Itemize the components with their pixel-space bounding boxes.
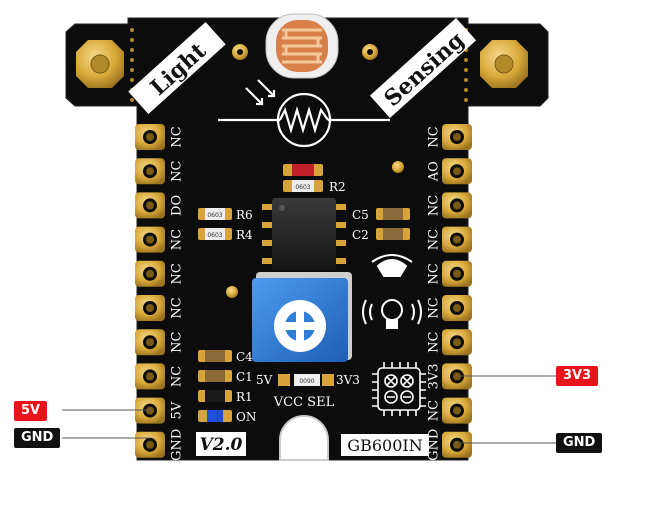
left-pin-9: GND (135, 429, 185, 461)
right-pin-label-6: NC (427, 331, 442, 352)
label-r4: R4 (236, 228, 253, 242)
resistor-r2: 0603 R2 (283, 164, 346, 194)
right-pin-label-7: 3V3 (427, 363, 442, 389)
left-pin-8: 5V (135, 397, 185, 424)
right-pin-3: NC (427, 226, 472, 253)
mount-hole-right (480, 40, 528, 88)
right-pin-label-1: AO (427, 161, 442, 182)
power-led: ON (198, 410, 256, 424)
left-pin-label-1: NC (170, 160, 185, 181)
label-c4: C4 (236, 350, 253, 364)
right-pin-8: NC (427, 397, 472, 424)
label-vcc-sel: VCC SEL (273, 395, 335, 410)
label-c1: C1 (236, 370, 253, 384)
left-pin-label-6: NC (170, 331, 185, 352)
label-r6: R6 (236, 208, 253, 222)
comparator-ic (262, 198, 346, 270)
right-pin-label-9: GND (427, 429, 442, 461)
right-pin-4: NC (427, 260, 472, 287)
left-pin-0: NC (135, 124, 185, 150)
left-pin-label-8: 5V (170, 401, 185, 419)
callout-gnd-right: GND (556, 433, 603, 453)
left-pin-label-5: NC (170, 297, 185, 318)
capacitor-c5: C5 (352, 208, 410, 222)
right-pin-7: 3V3 (427, 363, 472, 390)
resistor-r1: R1 (198, 390, 253, 404)
svg-text:0603: 0603 (295, 184, 310, 191)
left-pin-5: NC (135, 295, 185, 321)
label-sel-3v3: 3V3 (336, 373, 360, 387)
svg-text:0603: 0603 (207, 212, 222, 219)
photoresistor (265, 13, 339, 79)
right-pin-1: AO (427, 158, 472, 185)
circuit-logo-icon (372, 362, 426, 416)
left-pin-label-0: NC (170, 126, 185, 147)
mount-hole-left (76, 40, 124, 88)
resistor-r6: 0603 R6 (198, 208, 253, 222)
left-pin-label-4: NC (170, 263, 185, 284)
right-pin-0: NC (427, 124, 472, 150)
right-pin-label-5: NC (427, 297, 442, 318)
right-pin-label-8: NC (427, 400, 442, 421)
left-pin-7: NC (135, 363, 185, 390)
lamp-icon (362, 254, 422, 329)
resistor-r4: 0603 R4 (198, 228, 253, 242)
right-pin-2: NC (427, 192, 472, 219)
capacitor-c4: C4 (198, 350, 253, 364)
left-pin-2: DO (135, 192, 185, 219)
svg-text:GB600IN: GB600IN (347, 436, 422, 455)
label-sel-5v: 5V (256, 373, 273, 387)
right-pin-label-0: NC (427, 126, 442, 147)
right-pin-label-4: NC (427, 263, 442, 284)
right-pin-5: NC (427, 295, 472, 321)
version-label: V2.0 (196, 432, 246, 456)
right-pin-6: NC (427, 329, 472, 356)
svg-text:V2.0: V2.0 (200, 435, 243, 455)
left-pin-4: NC (135, 260, 185, 287)
label-led-on: ON (236, 410, 256, 424)
left-pin-3: NC (135, 226, 185, 253)
callout-5v: 5V (14, 401, 48, 421)
capacitor-c2: C2 (352, 228, 410, 242)
label-c2: C2 (352, 228, 369, 242)
left-pin-6: NC (135, 329, 185, 356)
potentiometer (252, 272, 352, 362)
model-label: GB600IN (341, 434, 429, 456)
callout-3v3: 3V3 (556, 366, 599, 386)
left-pin-label-3: NC (170, 229, 185, 250)
label-r1: R1 (236, 390, 253, 404)
capacitor-c1: C1 (198, 370, 253, 384)
ldr-symbol (218, 79, 390, 148)
bottom-notch (279, 415, 329, 461)
callout-gnd-left: GND (14, 428, 61, 448)
left-pin-label-9: GND (170, 429, 185, 461)
right-pin-9: GND (427, 429, 472, 461)
right-pin-label-2: NC (427, 195, 442, 216)
left-pin-label-7: NC (170, 366, 185, 387)
left-pin-label-2: DO (170, 195, 185, 216)
label-r2: R2 (329, 180, 346, 194)
right-pin-label-3: NC (427, 229, 442, 250)
left-pin-header: NC NC DO NC NC NC NC NC 5V GND (135, 124, 185, 461)
vcc-select-jumper: 5V 0090 3V3 VCC SEL (256, 373, 360, 410)
label-c5: C5 (352, 208, 369, 222)
svg-text:0090: 0090 (299, 378, 314, 385)
left-pin-1: NC (135, 158, 185, 185)
svg-text:0603: 0603 (207, 232, 222, 239)
callout-lines (62, 375, 556, 444)
